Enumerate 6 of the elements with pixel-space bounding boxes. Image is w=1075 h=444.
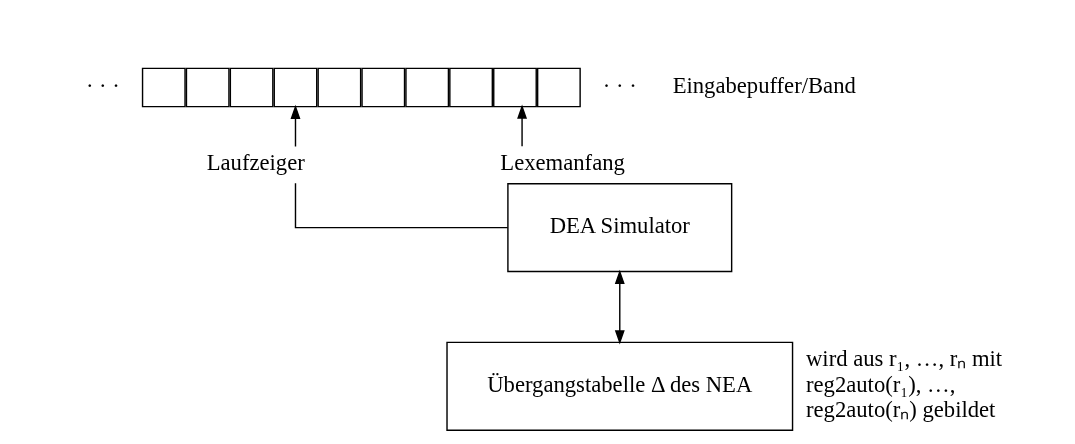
- edge-label: Laufzeiger: [206, 150, 305, 176]
- label: · · ·: [602, 72, 637, 98]
- edge-label: Lexemanfang: [499, 150, 625, 176]
- node-label: wird aus r₁, …, rₙ mit reg2auto(r₁), …, reg2auto(rₙ) gebildet: [805, 346, 1002, 423]
- label: · · ·: [85, 72, 120, 98]
- label: Eingabepuffer/Band: [672, 72, 856, 98]
